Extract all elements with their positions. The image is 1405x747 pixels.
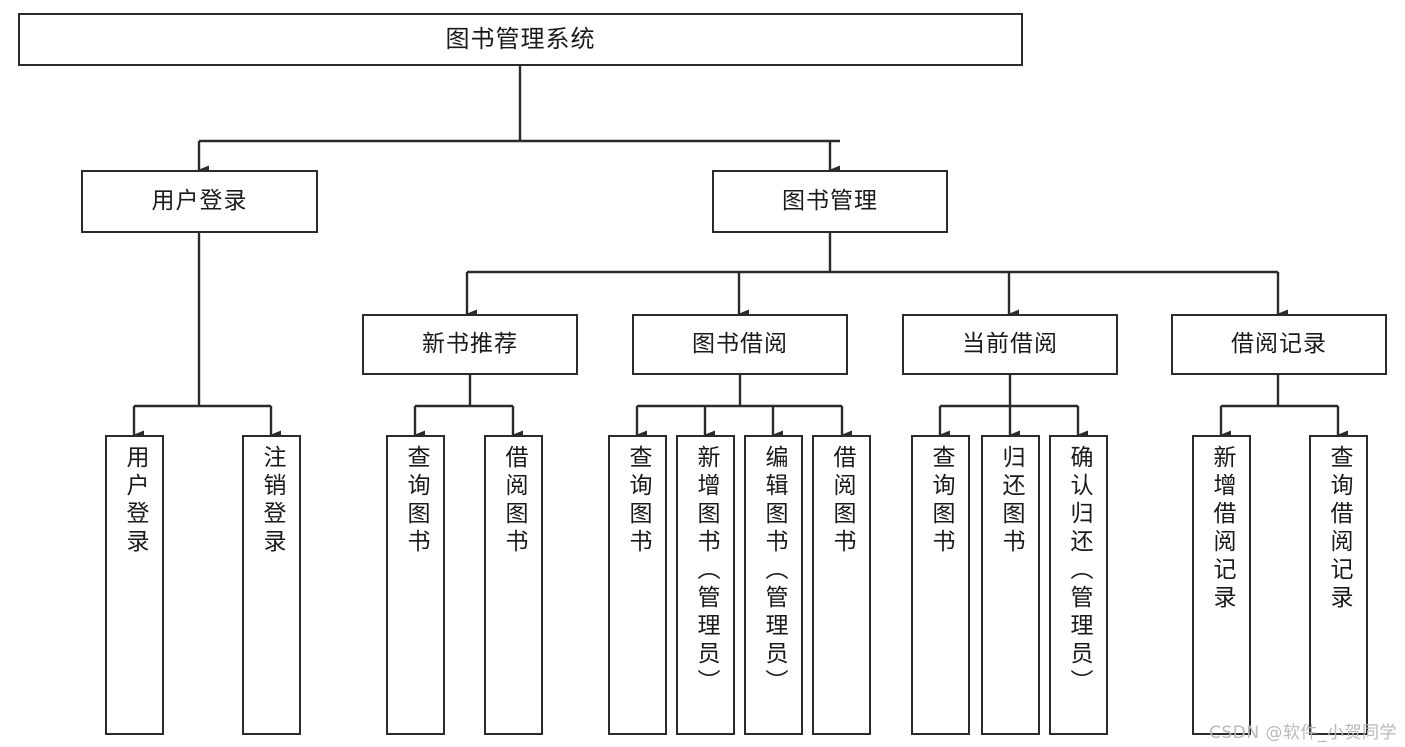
- node-leaf-confirm-return[interactable]: 确认归还（管理员）: [1049, 435, 1108, 735]
- node-leaf-query-borrow-record[interactable]: 查询借阅记录: [1309, 435, 1368, 735]
- node-user-login[interactable]: 用户登录: [81, 170, 318, 233]
- node-label: 查询图书: [403, 445, 429, 557]
- node-borrow-record[interactable]: 借阅记录: [1171, 314, 1387, 375]
- node-label: 借阅图书: [829, 445, 855, 557]
- node-label: 图书管理系统: [445, 25, 596, 54]
- node-label: 查询借阅记录: [1326, 445, 1352, 613]
- node-leaf-query-book-recommend[interactable]: 查询图书: [386, 435, 445, 735]
- node-leaf-query-book-borrow[interactable]: 查询图书: [608, 435, 667, 735]
- node-leaf-edit-book[interactable]: 编辑图书（管理员）: [744, 435, 803, 735]
- node-label: 新增借阅记录: [1209, 445, 1235, 613]
- node-label: 用户登录: [122, 445, 148, 557]
- node-leaf-query-book-current[interactable]: 查询图书: [911, 435, 970, 735]
- node-label: 查询图书: [625, 445, 651, 557]
- node-leaf-borrow-book-recommend[interactable]: 借阅图书: [484, 435, 543, 735]
- node-leaf-return-book[interactable]: 归还图书: [981, 435, 1040, 735]
- node-root-book-management-system[interactable]: 图书管理系统: [18, 13, 1023, 66]
- node-label: 新书推荐: [422, 330, 518, 357]
- node-label: 用户登录: [151, 187, 248, 214]
- node-label: 归还图书: [998, 445, 1024, 557]
- node-book-manage[interactable]: 图书管理: [712, 170, 948, 233]
- node-label: 注销登录: [259, 445, 285, 557]
- node-label: 编辑图书（管理员）: [761, 445, 787, 697]
- node-current-borrow[interactable]: 当前借阅: [902, 314, 1118, 375]
- node-leaf-add-book[interactable]: 新增图书（管理员）: [676, 435, 735, 735]
- node-leaf-borrow-book[interactable]: 借阅图书: [812, 435, 871, 735]
- node-label: 图书管理: [782, 187, 878, 214]
- node-leaf-user-login[interactable]: 用户登录: [105, 435, 164, 735]
- node-label: 查询图书: [928, 445, 954, 557]
- node-new-book-recommend[interactable]: 新书推荐: [362, 314, 578, 375]
- node-label: 确认归还（管理员）: [1066, 445, 1092, 697]
- node-label: 图书借阅: [692, 330, 788, 357]
- node-label: 新增图书（管理员）: [693, 445, 719, 697]
- node-book-borrow[interactable]: 图书借阅: [632, 314, 848, 375]
- node-leaf-user-logout[interactable]: 注销登录: [242, 435, 301, 735]
- node-label: 借阅记录: [1231, 330, 1327, 357]
- node-label: 当前借阅: [962, 330, 1058, 357]
- node-leaf-add-borrow-record[interactable]: 新增借阅记录: [1192, 435, 1251, 735]
- node-label: 借阅图书: [501, 445, 527, 557]
- csdn-watermark: CSDN @软件_小贺同学: [1209, 723, 1397, 743]
